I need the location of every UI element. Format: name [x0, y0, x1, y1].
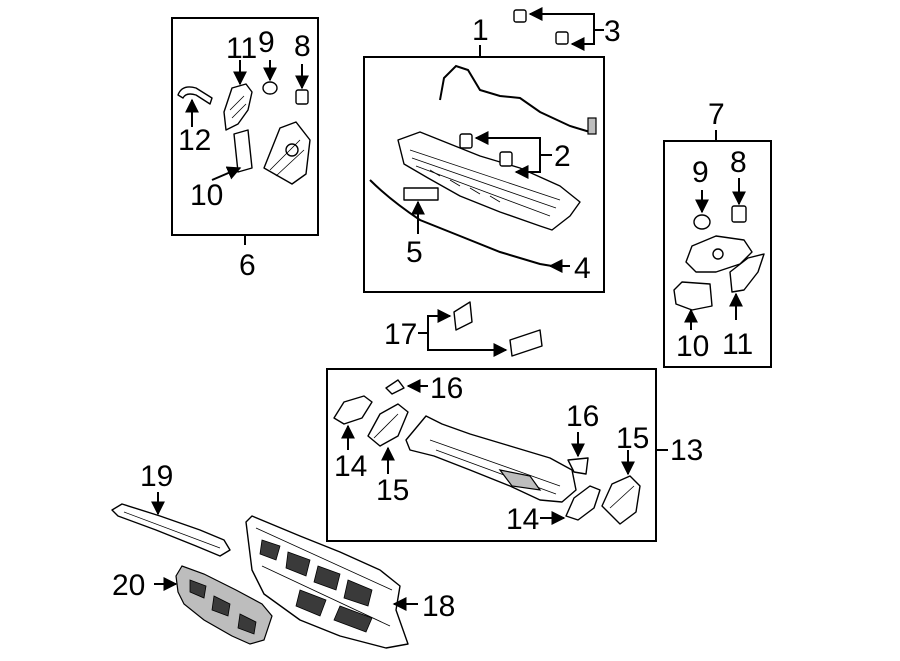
part-2-clip-a	[459, 133, 473, 149]
part-17-pad-a	[453, 301, 473, 331]
part-15-bracket-left	[367, 403, 409, 447]
callout-2: 2	[554, 140, 571, 173]
part-2-clip-b	[499, 151, 513, 167]
part-8-bolt	[295, 89, 309, 105]
callout-19: 19	[140, 460, 173, 493]
callout-g13-14a: 14	[334, 450, 367, 483]
callout-1: 1	[472, 14, 489, 47]
callout-7: 7	[708, 98, 725, 131]
group-19: 19	[111, 460, 231, 557]
part-1-cowl-panel	[397, 131, 581, 231]
callout-g13-14b: 14	[506, 503, 539, 536]
callout-g13-15b: 15	[616, 422, 649, 455]
group-7-box: 7 9 8 10 11	[663, 98, 772, 368]
callout-g7-10: 10	[676, 330, 709, 363]
part-10-plate-right	[673, 281, 713, 311]
part-12-strip	[177, 86, 213, 105]
part-3-clip-b	[555, 31, 569, 45]
callout-g7-9: 9	[692, 156, 709, 189]
part-1-washer-hose	[439, 64, 591, 133]
group-3: 3	[513, 7, 621, 51]
callout-g6-11: 11	[226, 32, 257, 65]
callout-g6-12: 12	[178, 124, 211, 157]
group-17: 17	[384, 301, 543, 357]
part-10-plate	[233, 129, 253, 173]
part-16-clip-right	[567, 457, 589, 475]
part-15-bracket-right	[601, 475, 641, 525]
part-9-clip-right	[693, 214, 711, 230]
part-8-bolt-right	[731, 205, 747, 223]
callout-g6-8: 8	[294, 30, 311, 63]
callout-6: 6	[239, 249, 256, 282]
group-6-box: 6 12 11 9 8 10	[171, 17, 319, 282]
callout-g7-11: 11	[722, 328, 753, 361]
group-20: 20	[112, 565, 273, 645]
callout-5: 5	[406, 236, 423, 269]
part-14-bracket-right	[565, 485, 601, 521]
callout-18: 18	[422, 590, 455, 623]
callout-4: 4	[574, 252, 591, 285]
callout-20: 20	[112, 569, 145, 602]
callout-g6-9: 9	[258, 26, 275, 59]
callout-3: 3	[604, 15, 621, 48]
part-9-clip	[262, 81, 278, 95]
part-4-seal	[369, 179, 553, 267]
callout-g13-15a: 15	[376, 474, 409, 507]
part-5-pad	[403, 187, 439, 201]
part-17-pad-b	[509, 329, 543, 357]
group-13-box: 13 14 16 15 16 14 15	[326, 368, 703, 542]
part-14-bracket-left	[333, 395, 373, 425]
callout-13: 13	[670, 434, 703, 467]
part-11-bracket	[223, 83, 253, 131]
part-3-clip-a	[513, 9, 527, 23]
callout-17: 17	[384, 318, 417, 351]
callout-g13-16a: 16	[430, 372, 463, 405]
callout-g7-8: 8	[730, 146, 747, 179]
group-1-box: 1 2 5 4	[363, 14, 605, 293]
group-18: 18	[245, 515, 455, 649]
part-16-clip-left	[385, 379, 405, 395]
part-13-cowl-top	[405, 415, 577, 503]
callout-g13-16b: 16	[566, 400, 599, 433]
callout-g6-10: 10	[190, 179, 223, 212]
part-11-bracket-right	[729, 253, 765, 293]
